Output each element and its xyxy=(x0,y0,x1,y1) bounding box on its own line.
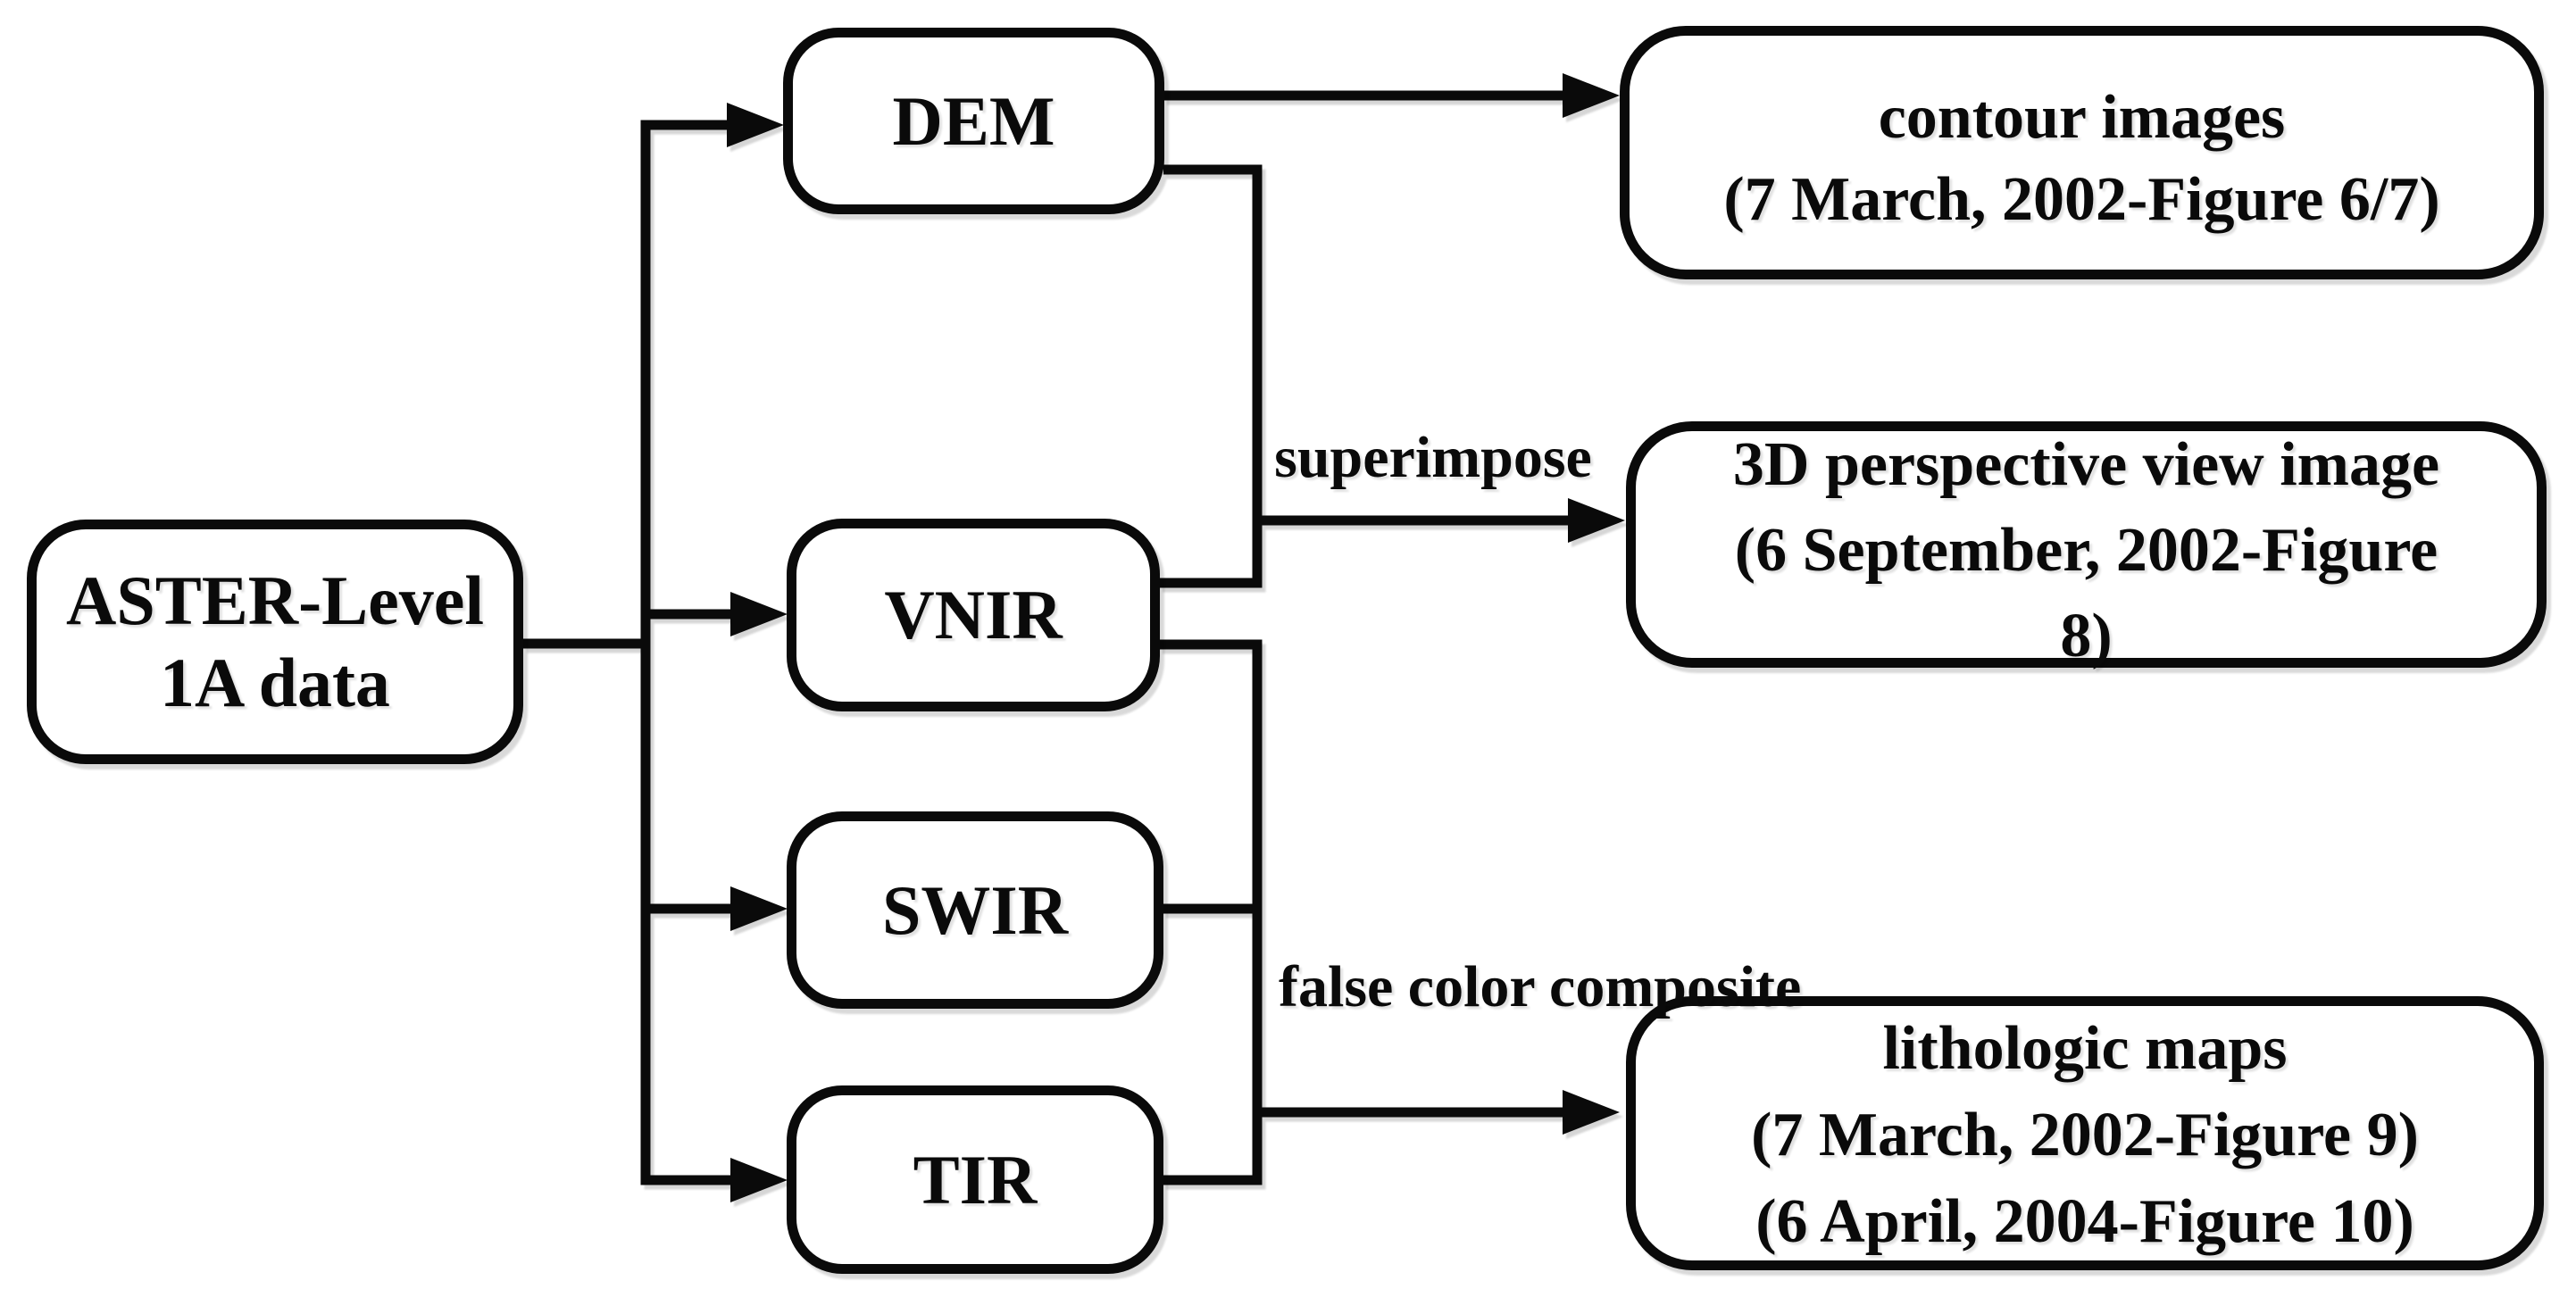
node-vnir: VNIR xyxy=(787,519,1160,711)
false-color-label-line1: false color xyxy=(1279,954,1535,1019)
node-contour-images: contour images (7 March, 2002-Figure 6/7… xyxy=(1620,26,2544,279)
node-aster-level-1a-data: ASTER-Level 1A data xyxy=(27,520,523,764)
arrowhead-swir xyxy=(730,886,788,931)
arrowhead-perspective xyxy=(1568,498,1625,543)
perspective-label-line1: 3D perspective view image xyxy=(1732,430,2440,499)
perspective-label-line2: (6 September, 2002-Figure xyxy=(1734,516,2438,585)
edge-label-superimpose: superimpose xyxy=(1274,425,1592,490)
lithologic-label-line2: (7 March, 2002-Figure 9) xyxy=(1751,1101,2419,1169)
false-color-label-line2: composite xyxy=(1549,954,1802,1019)
aster-label-line2: 1A data xyxy=(160,644,390,721)
contour-label-line2: (7 March, 2002-Figure 6/7) xyxy=(1723,165,2440,234)
node-swir: SWIR xyxy=(787,811,1163,1009)
vnir-label: VNIR xyxy=(884,576,1063,653)
arrowhead-contour xyxy=(1563,73,1620,118)
arrowhead-vnir xyxy=(730,592,788,636)
node-tir: TIR xyxy=(787,1085,1163,1274)
node-3d-perspective-view: 3D perspective view image (6 September, … xyxy=(1626,421,2547,670)
aster-label-line1: ASTER-Level xyxy=(66,561,484,639)
edge-label-false-color-composite: false color composite xyxy=(1279,941,1801,1034)
tir-label: TIR xyxy=(913,1140,1038,1218)
node-lithologic-maps: lithologic maps (7 March, 2002-Figure 9)… xyxy=(1626,996,2544,1270)
lithologic-label-line3: (6 April, 2004-Figure 10) xyxy=(1755,1187,2414,1256)
connector-dem-vnir-merge xyxy=(1159,164,1263,588)
perspective-label-line3: 8) xyxy=(2060,602,2113,670)
contour-label-line1: contour images xyxy=(1878,83,2286,152)
node-dem: DEM xyxy=(783,28,1164,214)
arrowhead-tir xyxy=(730,1158,788,1202)
swir-label: SWIR xyxy=(881,870,1069,949)
dem-label: DEM xyxy=(892,81,1055,160)
arrowhead-dem xyxy=(727,103,784,147)
arrowhead-lithologic xyxy=(1563,1090,1620,1135)
lithologic-label-line1: lithologic maps xyxy=(1882,1014,2288,1083)
